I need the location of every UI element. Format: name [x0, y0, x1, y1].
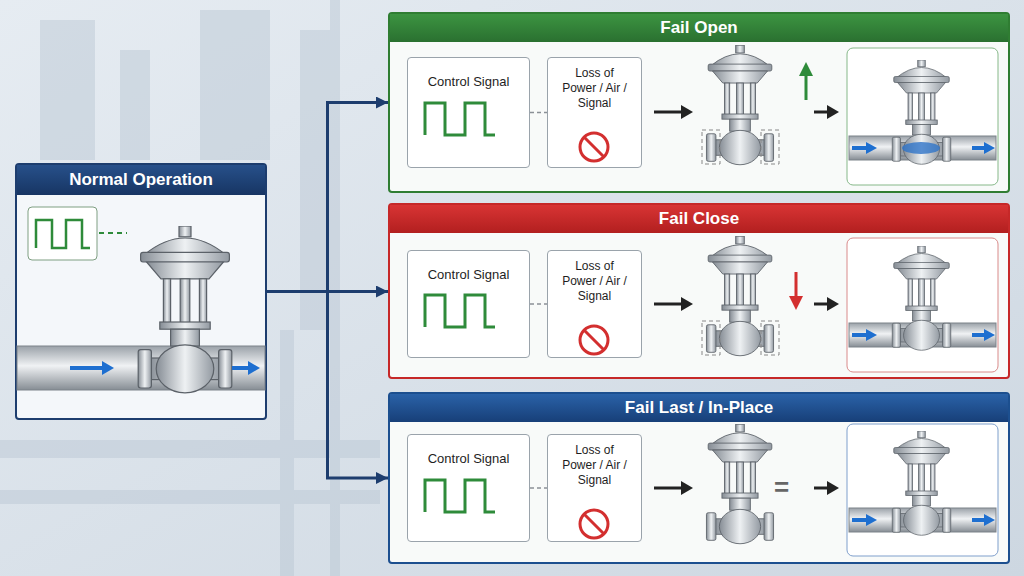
failure-box: Loss of Power / Air / Signal [547, 57, 642, 168]
plant-silhouette [280, 330, 294, 576]
plant-silhouette [0, 0, 380, 576]
plant-silhouette [0, 440, 380, 458]
plant-silhouette [0, 490, 380, 504]
header-band: Fail Open [390, 14, 1008, 42]
signal-box: Control Signal [407, 434, 530, 542]
mode-panel: Fail Last / In-PlaceControl Signal Loss o… [388, 392, 1010, 564]
failure-box: Loss of Power / Air / Signal [547, 434, 642, 542]
state-panel: Normal Operation [15, 163, 267, 420]
branch-arrow [267, 292, 388, 479]
box-label: Loss of Power / Air / Signal [548, 58, 641, 111]
mode-panel: Fail OpenControl Signal Loss of Power / A… [388, 12, 1010, 193]
panel-title: Fail Close [390, 205, 1008, 233]
mode-panel: Fail CloseControl Signal Loss of Power / … [388, 203, 1010, 379]
box-label: Loss of Power / Air / Signal [548, 251, 641, 304]
signal-box: Control Signal [407, 250, 530, 358]
box-label: Control Signal [408, 251, 529, 282]
panel-title: Normal Operation [17, 165, 265, 195]
header-band: Fail Last / In-Place [390, 394, 1008, 422]
box-label: Loss of Power / Air / Signal [548, 435, 641, 488]
plant-silhouette [330, 0, 340, 576]
equals-sign: = [774, 474, 789, 500]
branch-arrow [267, 290, 388, 293]
box-label: Control Signal [408, 58, 529, 89]
branch-arrow [267, 103, 388, 292]
header-band: Fail Close [390, 205, 1008, 233]
header-band: Normal Operation [17, 165, 265, 195]
signal-box: Control Signal [407, 57, 530, 168]
box-label: Control Signal [408, 435, 529, 466]
panel-title: Fail Last / In-Place [390, 394, 1008, 422]
panel-title: Fail Open [390, 14, 1008, 42]
plant-silhouette [200, 10, 270, 160]
plant-silhouette [40, 20, 95, 160]
failure-box: Loss of Power / Air / Signal [547, 250, 642, 358]
plant-silhouette [120, 50, 150, 160]
